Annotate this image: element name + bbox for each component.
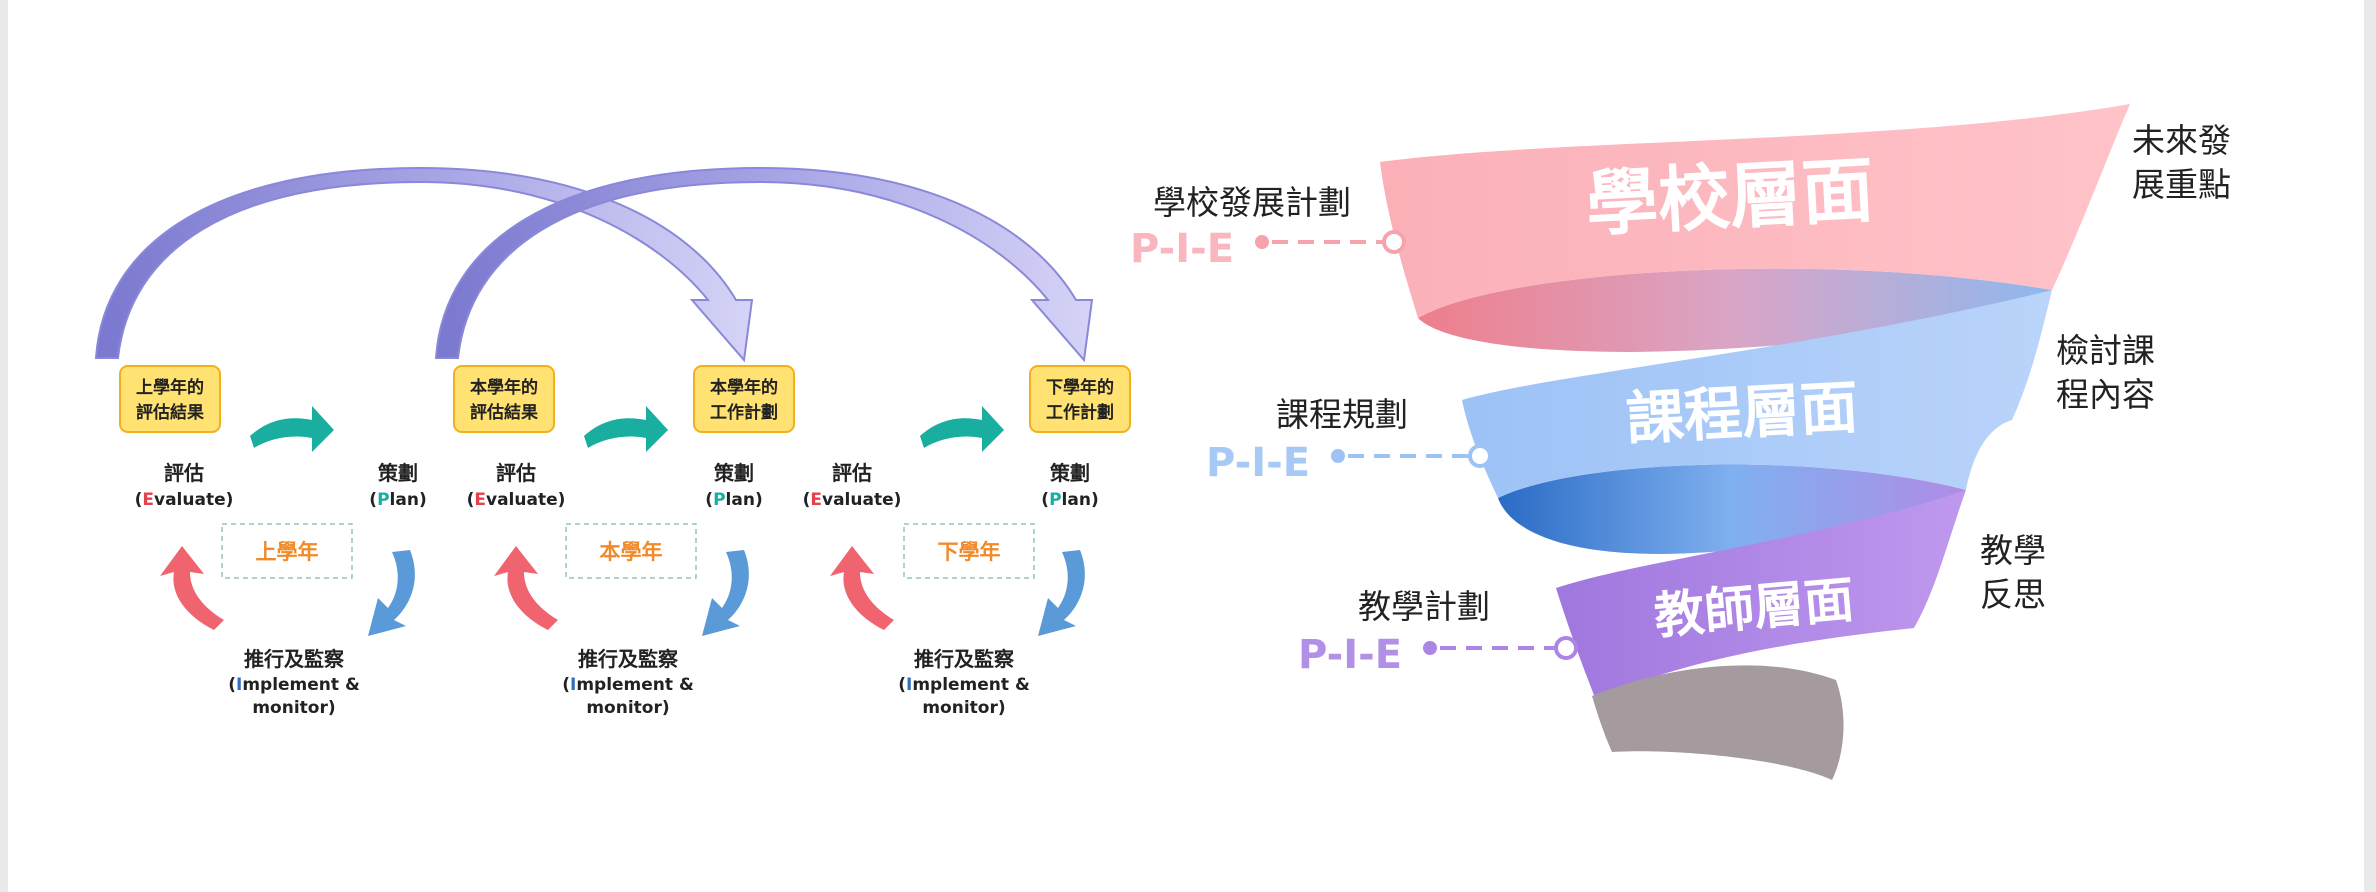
ribbon-curriculum-level — [1462, 290, 2052, 498]
left-frame-edge — [0, 0, 8, 892]
implement-en-line2: monitor) — [922, 698, 1005, 718]
plan-en: (Plan) — [705, 490, 762, 510]
group-this-year: 評估 (Evaluate) 策劃 (Plan) 本學年 推行及監察 (Imple… — [467, 461, 763, 718]
box-prev-eval-result: 上學年的 評估結果 — [119, 365, 221, 433]
year-transition-arc-1 — [94, 166, 754, 363]
ribbon-teacher-level — [1556, 490, 1966, 700]
implement-letter: I — [236, 675, 242, 695]
connector-school — [1255, 230, 1406, 254]
implement-letter: I — [570, 675, 576, 695]
teal-arrow-icon — [584, 406, 668, 452]
evaluate-letter: E — [142, 490, 154, 510]
plan-letter: P — [713, 490, 725, 510]
ribbon-tail — [1592, 665, 1844, 780]
evaluate-letter: E — [810, 490, 822, 510]
implement-en: (Implement & — [228, 675, 360, 695]
level-title-curriculum: 課程層面 — [1624, 373, 1859, 453]
evaluate-zh: 評估 — [164, 461, 204, 485]
evaluate-en: (Evaluate) — [803, 490, 902, 510]
pie-label-teacher: P-I-E — [1298, 632, 1402, 678]
plan-zh: 策劃 — [1050, 461, 1090, 485]
teal-arrow-icon — [920, 406, 1004, 452]
box-line-1: 下學年的 — [1046, 377, 1114, 398]
left-label-curriculum: 課程規劃 — [1276, 395, 1408, 434]
year-label-frame — [221, 523, 353, 579]
left-label-school: 學校發展計劃 — [1153, 183, 1351, 222]
plan-en: (Plan) — [1041, 490, 1098, 510]
right-label-teacher-2: 反思 — [1980, 575, 2046, 614]
blue-arrow-icon — [1038, 550, 1085, 636]
implement-rest: mplement & — [912, 675, 1030, 695]
evaluate-zh: 評估 — [832, 461, 872, 485]
right-frame-edge — [2364, 0, 2376, 892]
implement-en-line2: monitor) — [252, 698, 335, 718]
box-next-work-plan: 下學年的 工作計劃 — [1029, 365, 1131, 433]
implement-letter: I — [906, 675, 912, 695]
implement-rest: mplement & — [576, 675, 694, 695]
box-line-2: 評估結果 — [136, 402, 204, 423]
funnel-diagram: 學校層面 課程層面 教師層面 學校發展計劃 課程規劃 教學計劃 P-I-E P-… — [1130, 104, 2231, 780]
cycle-diagram: 上學年的 評估結果 本學年的 評估結果 本學年的 工作計劃 下學年的 工作計劃 — [94, 166, 1131, 718]
group-prev-year: 評估 (Evaluate) 策劃 (Plan) 上學年 推行及監察 (Imple… — [135, 461, 427, 718]
box-line-2: 工作計劃 — [1046, 402, 1114, 423]
year-label-frame — [565, 523, 697, 579]
plan-letter: P — [377, 490, 389, 510]
right-label-teacher-1: 教學 — [1980, 531, 2046, 570]
right-label-curriculum-1: 檢討課 — [2056, 331, 2155, 370]
year-label: 上學年 — [256, 540, 319, 564]
evaluate-en: (Evaluate) — [467, 490, 566, 510]
box-line-2: 評估結果 — [470, 402, 538, 423]
plan-zh: 策劃 — [714, 461, 754, 485]
evaluate-en: (Evaluate) — [135, 490, 234, 510]
connector-teacher — [1423, 636, 1578, 660]
plan-zh: 策劃 — [378, 461, 418, 485]
box-line-1: 本學年的 — [470, 377, 538, 398]
evaluate-zh: 評估 — [496, 461, 536, 485]
implement-en: (Implement & — [898, 675, 1030, 695]
plan-letter: P — [1049, 490, 1061, 510]
connector-curriculum — [1331, 444, 1492, 468]
red-arrow-icon — [494, 546, 558, 630]
pie-label-school: P-I-E — [1130, 226, 1234, 272]
implement-zh: 推行及監察 — [578, 647, 679, 671]
year-label: 本學年 — [600, 540, 663, 564]
implement-zh: 推行及監察 — [914, 647, 1015, 671]
box-line-2: 工作計劃 — [710, 402, 778, 423]
box-this-eval-result: 本學年的 評估結果 — [453, 365, 555, 433]
plan-en: (Plan) — [369, 490, 426, 510]
blue-arrow-icon — [368, 550, 415, 636]
level-title-school: 學校層面 — [1584, 148, 1876, 247]
group-next-year: 評估 (Evaluate) 策劃 (Plan) 下學年 推行及監察 (Imple… — [803, 461, 1099, 718]
box-this-work-plan: 本學年的 工作計劃 — [693, 365, 795, 433]
year-label-frame — [903, 523, 1035, 579]
implement-en: (Implement & — [562, 675, 694, 695]
year-label: 下學年 — [938, 540, 1001, 564]
implement-zh: 推行及監察 — [244, 647, 345, 671]
red-arrow-icon — [830, 546, 894, 630]
year-transition-arc-2 — [434, 166, 1094, 363]
evaluate-rest: valuate — [154, 490, 226, 510]
evaluate-rest: valuate — [486, 490, 558, 510]
plan-rest: lan — [726, 490, 755, 510]
right-label-school-2: 展重點 — [2132, 165, 2231, 204]
right-label-school-1: 未來發 — [2132, 121, 2231, 160]
red-arrow-icon — [160, 546, 224, 630]
pie-label-curriculum: P-I-E — [1206, 440, 1310, 486]
blue-arrow-icon — [702, 550, 749, 636]
box-line-1: 本學年的 — [710, 377, 778, 398]
left-label-teacher: 教學計劃 — [1358, 587, 1490, 626]
evaluate-letter: E — [474, 490, 486, 510]
implement-rest: mplement & — [242, 675, 360, 695]
ribbon-school-level — [1380, 104, 2130, 318]
evaluate-rest: valuate — [822, 490, 894, 510]
right-label-curriculum-2: 程內容 — [2056, 375, 2155, 414]
box-line-1: 上學年的 — [136, 377, 204, 398]
implement-en-line2: monitor) — [586, 698, 669, 718]
plan-rest: lan — [390, 490, 419, 510]
plan-rest: lan — [1062, 490, 1091, 510]
teal-arrow-icon — [250, 406, 334, 452]
